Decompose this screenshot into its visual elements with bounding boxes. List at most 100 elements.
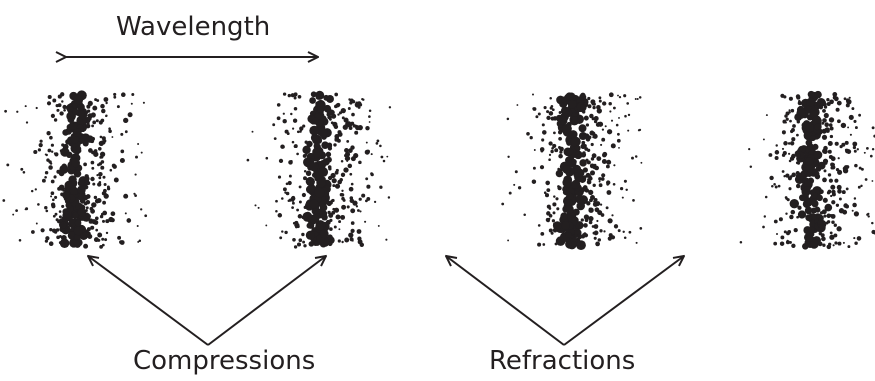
particle-dot	[584, 116, 589, 121]
particle-dot	[620, 187, 623, 190]
particle-dot	[588, 216, 593, 221]
particle-dot	[791, 137, 795, 141]
particle-dot	[277, 116, 281, 120]
particle-dot	[50, 195, 52, 197]
particle-dot	[549, 207, 552, 210]
particle-dot	[57, 187, 61, 191]
particle-dot	[834, 179, 838, 183]
particle-dot	[85, 209, 88, 212]
particle-dot	[640, 162, 642, 164]
particle-dot	[778, 185, 781, 188]
particle-bands	[2, 90, 875, 250]
particle-dot	[292, 196, 295, 199]
particle-dot	[824, 169, 827, 172]
particle-dot	[830, 195, 832, 197]
particle-dot	[101, 109, 105, 113]
particle-dot	[614, 224, 618, 228]
particle-dot	[100, 215, 103, 218]
particle-dot	[583, 223, 588, 228]
particle-dot	[796, 134, 799, 137]
particle-dot	[123, 194, 128, 199]
particle-dot	[51, 204, 55, 208]
particle-dot	[91, 161, 95, 165]
particle-dot	[299, 185, 302, 188]
particle-dot	[628, 114, 630, 116]
particle-dot	[258, 207, 260, 209]
particle-dot	[819, 105, 822, 108]
particle-dot	[561, 221, 570, 230]
particle-dot	[598, 177, 601, 180]
particle-dot	[779, 217, 783, 221]
particle-dot	[338, 239, 341, 242]
particle-dot	[532, 107, 535, 110]
particle-dot	[117, 236, 121, 240]
particle-dot	[252, 131, 254, 133]
particle-dot	[545, 181, 550, 186]
particle-dot	[791, 109, 795, 113]
particle-dot	[785, 197, 788, 200]
particle-dot	[351, 113, 355, 117]
particle-dot	[617, 133, 620, 136]
particle-dot	[845, 141, 849, 145]
particle-dot	[788, 176, 792, 180]
particle-dot	[86, 206, 89, 209]
particle-dot	[355, 125, 357, 127]
particle-dot	[571, 137, 581, 147]
particle-dot	[849, 97, 851, 99]
particle-dot	[555, 242, 558, 245]
particle-dot	[365, 126, 369, 130]
particle-dot	[106, 232, 108, 234]
particle-dot	[501, 203, 504, 206]
particle-dot	[47, 101, 51, 105]
particle-dot	[35, 188, 37, 190]
particle-dot	[639, 129, 641, 131]
particle-dot	[12, 214, 14, 216]
particle-dot	[588, 208, 593, 213]
particle-dot	[350, 208, 355, 213]
particle-dot	[871, 222, 873, 224]
particle-dot	[551, 147, 554, 150]
particle-dot	[534, 149, 536, 151]
particle-dot	[105, 114, 107, 116]
particle-dot	[111, 211, 116, 216]
particle-dot	[864, 152, 866, 154]
particle-dot	[329, 144, 332, 147]
particle-dot	[606, 165, 610, 169]
particle-dot	[824, 122, 829, 127]
particle-dot	[299, 201, 302, 204]
particle-dot	[606, 206, 609, 209]
particle-dot	[557, 186, 561, 190]
particle-dot	[796, 116, 800, 120]
particle-dot	[4, 110, 7, 113]
particle-dot	[90, 219, 93, 222]
particle-dot	[63, 167, 66, 170]
particle-dot	[59, 210, 62, 213]
particle-dot	[602, 159, 607, 164]
particle-dot	[336, 169, 339, 172]
particle-dot	[538, 113, 541, 116]
particle-dot	[571, 180, 580, 189]
particle-dot	[592, 102, 596, 106]
particle-dot	[829, 117, 834, 122]
particle-dot	[94, 237, 99, 242]
particle-dot	[606, 160, 611, 165]
particle-dot	[565, 205, 574, 214]
particle-dot	[343, 167, 348, 172]
particle-dot	[277, 103, 281, 107]
particle-dot	[92, 183, 95, 186]
particle-dot	[377, 140, 380, 143]
particle-dot	[603, 230, 605, 232]
particle-dot	[357, 229, 362, 234]
particle-dot	[823, 159, 828, 164]
particle-dot	[137, 225, 139, 227]
particle-dot	[358, 239, 363, 244]
particle-dot	[584, 214, 589, 219]
particle-dot	[292, 141, 295, 144]
particle-dot	[618, 117, 620, 119]
particle-dot	[48, 95, 52, 99]
particle-dot	[345, 122, 348, 125]
particle-dot	[61, 143, 64, 146]
particle-dot	[571, 241, 577, 247]
particle-dot	[566, 148, 573, 155]
